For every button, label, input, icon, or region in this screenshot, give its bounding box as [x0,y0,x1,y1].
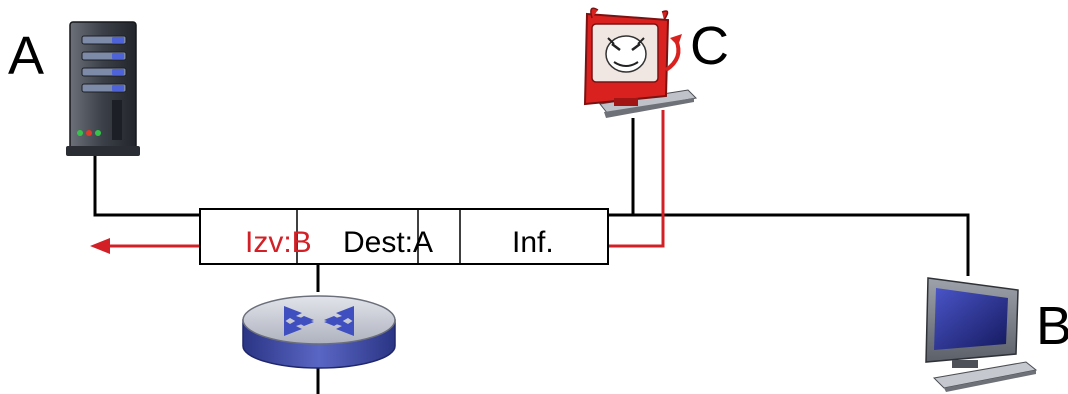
attacker-computer-icon [583,7,698,118]
server-icon [66,21,140,156]
link-a [93,150,200,217]
packet-info-field: Inf. [512,226,554,259]
desktop-computer-icon [925,277,1038,392]
packet-destination-field: Dest:A [343,226,433,259]
router-icon [242,295,396,369]
bus-segment [608,213,970,276]
spoofed-path [108,110,665,248]
packet-source-field: Izv:B [245,226,312,259]
node-label-a: A [8,26,44,86]
node-label-c: C [690,16,729,76]
network-wiring [93,118,970,394]
node-label-b: B [1036,296,1068,356]
packet: Izv:B Dest:A Inf. [199,208,609,265]
arrow-left-icon [90,238,110,254]
